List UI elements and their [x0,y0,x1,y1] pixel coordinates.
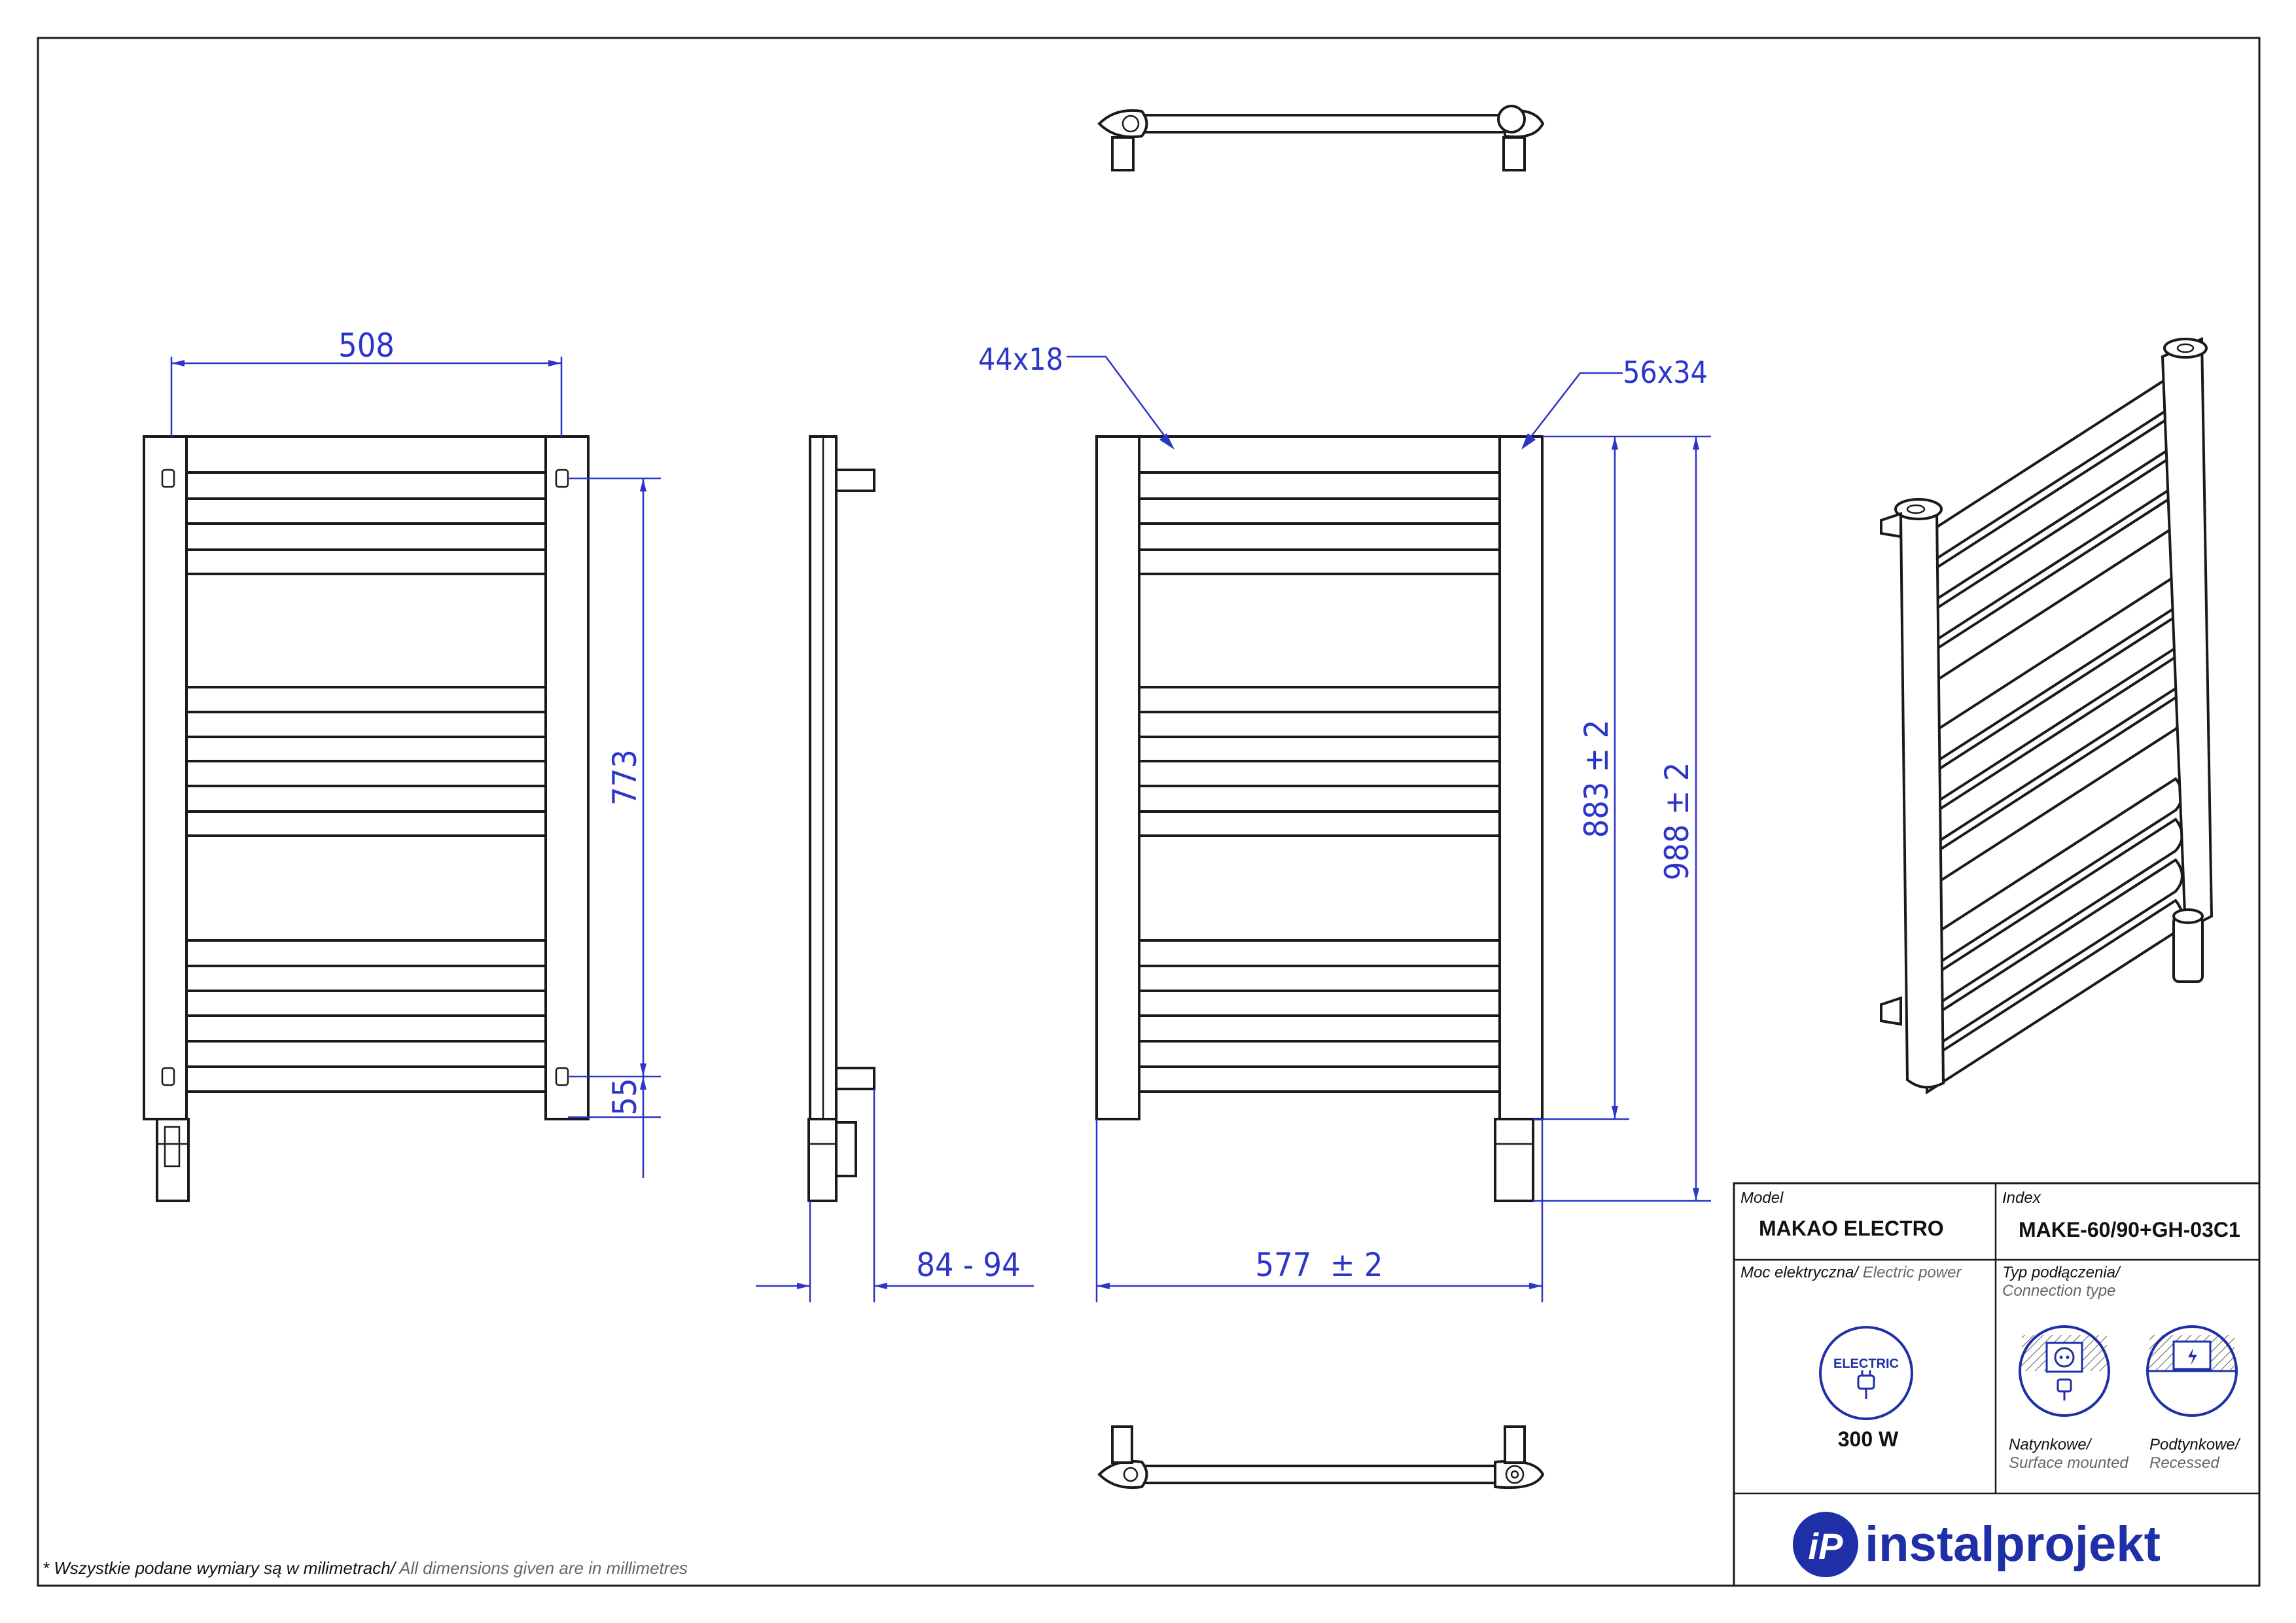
bottom-view [1097,1425,1545,1489]
dim-total-height: 988 ± 2 [1658,762,1696,881]
brand-name: instalprojekt [1865,1516,2161,1572]
surface-mount-icon [2019,1325,2110,1417]
svg-text:ELECTRIC: ELECTRIC [1833,1357,1899,1371]
rear-bar [1138,686,1501,713]
front-bar [185,1065,547,1093]
surface-label-en: Surface mounted [2009,1454,2128,1472]
mount-icon [161,469,175,488]
recessed-label-en: Recessed [2149,1454,2219,1472]
dim-front-bottom: 55 [606,1078,644,1115]
power-value: 300 W [1838,1427,1899,1451]
dim-front-height: 773 [606,749,644,806]
index-label: Index [2002,1189,2041,1207]
svg-text:iP: iP [1809,1525,1844,1567]
front-bar [185,785,547,813]
front-view-bars [185,435,547,1093]
model-label: Model [1740,1189,1784,1207]
rear-view-bars [1138,435,1501,1093]
side-view [807,435,875,1202]
front-bar [185,834,547,942]
isometric-bars [1926,371,2183,1095]
dim-total-width: 577 ± 2 [1256,1246,1383,1284]
dim-side-depth: 84 - 94 [916,1246,1020,1284]
dim-rear-height: 883 ± 2 [1578,720,1616,838]
index-value: MAKE-60/90+GH-03C1 [2019,1218,2240,1241]
rear-bar [1138,1065,1501,1093]
rear-dimensions: 44x18 56x34 883 ± 2 988 ± 2 577 ± 2 [978,342,1711,1302]
front-dimensions: 508 773 55 [170,327,661,1178]
front-bar [185,1014,547,1043]
recessed-label: Podtynkowe/ [2149,1436,2241,1454]
electric-plug-icon: ELECTRIC [1819,1326,1913,1420]
rear-bar [1138,785,1501,813]
surface-label: Natynkowe/ [2009,1436,2093,1454]
power-label: Moc elektryczna/ Electric power [1740,1264,1962,1281]
mount-icon [161,1067,175,1086]
rear-bar [1138,736,1501,762]
front-bar [185,497,547,525]
rear-view [1095,435,1544,1202]
rear-bar [1138,435,1501,474]
rear-bar [1138,548,1501,575]
rear-bar [1138,497,1501,525]
rear-bar [1138,1014,1501,1043]
front-bar [185,965,547,992]
title-block: Model MAKAO ELECTRO Index MAKE-60/90+GH-… [1733,1182,2261,1587]
model-value: MAKAO ELECTRO [1759,1217,1944,1240]
connection-label: Typ podłączenia/ [2002,1264,2121,1281]
isometric-view [1880,336,2214,1095]
connection-label-en: Connection type [2002,1282,2115,1300]
front-bar [185,548,547,575]
side-dimensions: 84 - 94 [756,1089,1034,1302]
front-bar [185,435,547,474]
sheet-border [37,37,2261,1587]
iso-bar [1926,858,2183,1054]
rear-bar [1138,834,1501,942]
front-bar [185,736,547,762]
rear-bar [1138,965,1501,992]
brand-logo-icon: iP [1793,1512,1858,1577]
front-view [143,435,590,1202]
dimensions-note: * Wszystkie podane wymiary są w milimetr… [43,1558,688,1578]
top-view [1097,105,1545,171]
dim-front-width: 508 [338,327,395,365]
dim-profile-side: 56x34 [1623,355,1708,390]
dim-profile-top: 44x18 [978,342,1063,377]
front-bar [185,686,547,713]
recessed-mount-icon [2146,1325,2238,1417]
